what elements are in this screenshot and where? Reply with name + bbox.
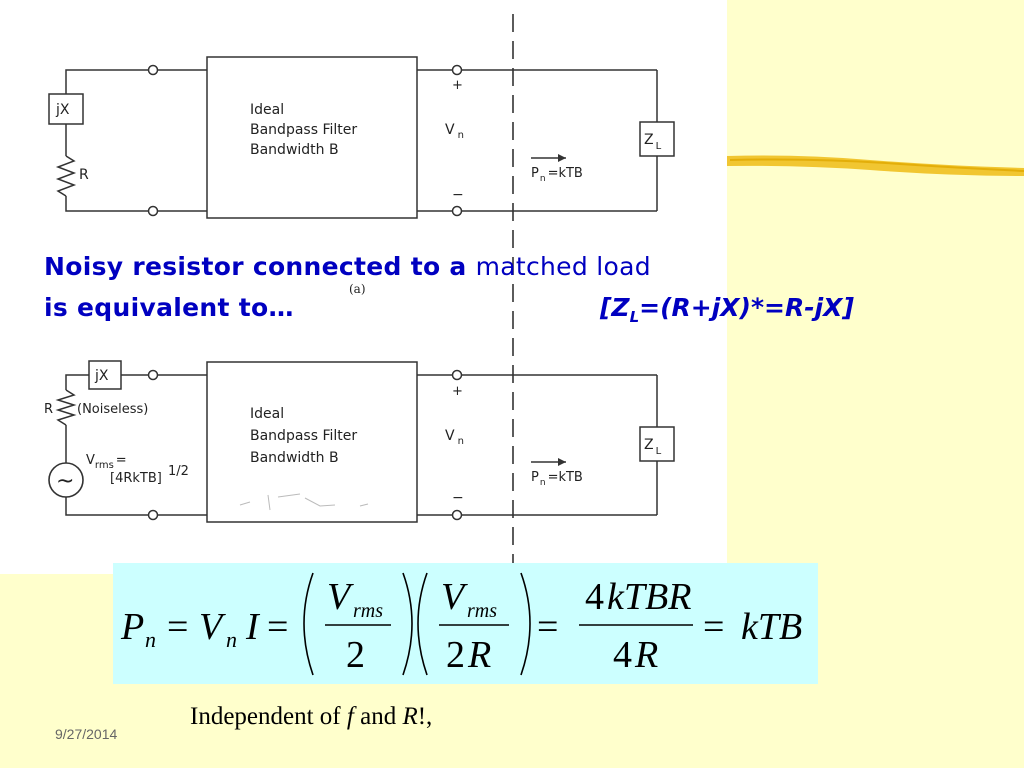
ac-source-glyph: ~ — [56, 469, 74, 494]
frac3-den-coef: 4 — [613, 634, 632, 676]
eq-p-sub: n — [145, 627, 156, 652]
load-box — [639, 121, 675, 157]
filter-label-line3: Bandwidth B — [250, 142, 339, 158]
figure-label: (a) — [349, 282, 366, 296]
eq-i: I — [245, 606, 261, 648]
filter-box — [206, 361, 418, 523]
filter-label-line1: Ideal — [250, 406, 284, 422]
power-label: Pn=kTB — [531, 166, 583, 184]
output-terminal — [451, 205, 463, 217]
equation-box: P n = V n I = V rms 2 V rms — [113, 563, 818, 684]
terminal-circle — [147, 509, 159, 521]
vrms-exponent: 1/2 — [168, 464, 189, 479]
minus-sign: − — [452, 490, 464, 506]
eq-equals-4: = — [703, 606, 724, 648]
noiseless-label: (Noiseless) — [77, 402, 148, 417]
resistor-symbol — [55, 389, 77, 426]
plus-sign: + — [452, 78, 463, 93]
filter-label-line2: Bandpass Filter — [250, 122, 357, 138]
output-terminal — [451, 64, 463, 76]
vrms-label: Vrms= — [86, 453, 127, 471]
frac2-den-num: 2 — [446, 634, 465, 676]
caption: Independent of f and R!, — [190, 703, 433, 730]
reactance-box — [48, 93, 84, 125]
paren — [402, 572, 413, 676]
filter-label-line1: Ideal — [250, 102, 284, 118]
frac3-num-var: kTBR — [607, 576, 691, 618]
resistor-symbol — [55, 155, 77, 197]
eq-equals-1: = — [167, 606, 188, 648]
top-circuit: jX R Ideal Bandpass Filter Bandwidth B +… — [48, 56, 675, 219]
frac2-den-var: R — [467, 634, 491, 676]
arrow-head — [558, 458, 566, 466]
title-bold-part: Noisy resistor connected to a — [44, 252, 467, 281]
terminal-circle — [147, 205, 159, 217]
resistor-label: R — [44, 402, 53, 417]
power-label: Pn=kTB — [531, 470, 583, 488]
terminal-circle — [147, 369, 159, 381]
paren — [303, 572, 314, 676]
figure-panel — [0, 0, 727, 574]
frac2-num-sub: rms — [467, 600, 497, 622]
frac2-num: V — [441, 576, 468, 618]
circuit-diagram: jX R Ideal Bandpass Filter Bandwidth B +… — [44, 14, 675, 568]
bottom-circuit: jX R (Noiseless) ~ Vrms= [4RkTB] 1/2 Ide… — [44, 360, 675, 523]
frac3-num-coef: 4 — [585, 576, 604, 618]
minus-sign: − — [452, 187, 464, 203]
eq-p: P — [120, 606, 144, 648]
terminal-circle — [147, 64, 159, 76]
output-terminal — [451, 369, 463, 381]
slide-date: 9/27/2014 — [55, 726, 118, 742]
power-equation: P n = V n I = V rms 2 V rms — [120, 572, 802, 676]
resistor-label: R — [79, 167, 89, 183]
reactance-label: jX — [55, 102, 70, 118]
eq-equals-3: = — [537, 606, 558, 648]
reactance-label: jX — [94, 368, 109, 384]
frac3-den-var: R — [634, 634, 658, 676]
title-line-2: is equivalent to… — [44, 293, 294, 322]
frac1-num: V — [327, 576, 354, 618]
filter-label-line3: Bandwidth B — [250, 450, 339, 466]
title-line-1: Noisy resistor connected to a matched lo… — [44, 252, 651, 281]
arrow-head — [558, 154, 566, 162]
eq-result: kTB — [741, 606, 802, 648]
eq-v-sub: n — [226, 627, 237, 652]
frac1-num-sub: rms — [353, 600, 383, 622]
paren — [417, 572, 428, 676]
output-terminal — [451, 509, 463, 521]
eq-v: V — [199, 606, 226, 648]
filter-label-line2: Bandpass Filter — [250, 428, 357, 444]
title-normal-part: matched load — [475, 252, 651, 281]
filter-box — [206, 56, 418, 219]
frac1-den: 2 — [346, 634, 365, 676]
load-box — [639, 426, 675, 462]
paren — [520, 572, 531, 676]
load-impedance-formula: [ZL=(R+jX)*=R-jX] — [600, 293, 854, 326]
eq-equals-2: = — [267, 606, 288, 648]
vrms-value: [4RkTB] — [110, 471, 162, 486]
plus-sign: + — [452, 384, 463, 399]
scribble-mark — [239, 493, 369, 511]
